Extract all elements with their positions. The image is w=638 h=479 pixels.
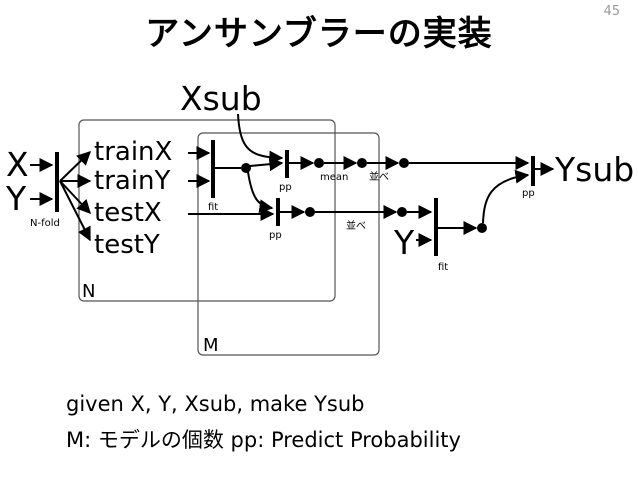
concat-label-2: 並べ [346, 219, 366, 232]
page-number: 45 [603, 4, 620, 19]
label-ysub: Ysub [554, 150, 634, 189]
split-arrow-testy [59, 180, 91, 242]
pp-label-2: pp [269, 230, 282, 241]
fit-label-2: fit [438, 262, 448, 273]
concat-dot-2 [397, 207, 407, 217]
model2-to-pp [482, 169, 530, 224]
nfold-label: N-fold [30, 218, 60, 229]
mean-label: mean [320, 172, 348, 183]
box-m-label: M [203, 335, 219, 356]
label-trainx: trainX [94, 137, 172, 167]
box-n-label: N [82, 281, 95, 302]
label-y2: Y [393, 223, 415, 262]
fit-label-1: fit [208, 202, 218, 213]
label-xsub: Xsub [180, 79, 262, 118]
pp-label-1: pp [279, 182, 292, 193]
input-y: Y [5, 179, 27, 218]
split-arrow-trainx [59, 151, 92, 182]
pp2-dot [305, 207, 315, 217]
box-m [197, 132, 380, 356]
pp1-dot [314, 158, 324, 168]
caption-line-1: given X, Y, Xsub, make Ysub [66, 392, 365, 416]
split-arrow-testx [59, 180, 91, 215]
concat-dot-1 [399, 158, 409, 168]
input-x: X [6, 145, 29, 184]
concat-label-1: 並べ [369, 170, 389, 183]
slide-title: アンサンブラーの実装 [145, 14, 493, 54]
model-dot [241, 163, 251, 173]
label-testx: testX [94, 198, 162, 228]
label-trainy: trainY [94, 166, 171, 196]
mean-dot [357, 158, 367, 168]
model2-dot [477, 223, 487, 233]
caption-line-2: M: モデルの個数 pp: Predict Probability [66, 428, 461, 452]
label-testy: testY [94, 230, 160, 260]
pp-label-3: pp [522, 188, 535, 199]
model-to-pp1 [249, 157, 284, 172]
model-to-pp2 [247, 171, 274, 214]
